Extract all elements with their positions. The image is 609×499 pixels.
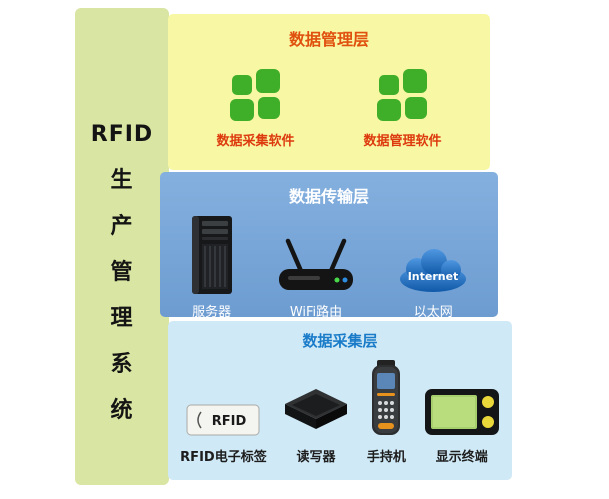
reader-writer-icon — [283, 355, 349, 439]
rfid-tag-item: RFID RFID电子标签 — [180, 355, 267, 465]
display-terminal-icon — [424, 355, 500, 439]
item-label-ethernet: 以太网 — [413, 305, 453, 320]
layer-data-management: 数据管理层 数据采集软件 — [168, 14, 490, 170]
layer-data-collection: 数据采集层 RFID RFID电子标签 — [168, 321, 512, 480]
item-label-server: 服务器 — [192, 305, 232, 320]
display-terminal-item: 显示终端 — [424, 355, 500, 465]
item-label-rfid-tag: RFID电子标签 — [180, 450, 267, 465]
item-label-wifi-router: WiFi路由 — [289, 305, 343, 320]
item-label-collection-software: 数据采集软件 — [216, 134, 295, 149]
system-title-panel: RFID 生 产 管 理 系 统 — [75, 8, 169, 485]
item-label-display-terminal: 显示终端 — [435, 450, 488, 465]
layer-title-transmission: 数据传输层 — [288, 187, 369, 206]
rfid-tag-icon: RFID — [186, 355, 260, 439]
server-item: 服务器 — [190, 209, 234, 320]
item-label-reader-writer: 读写器 — [296, 450, 336, 465]
windows-grid-icon — [227, 60, 283, 122]
data-management-software-item: 数据管理软件 — [363, 60, 442, 149]
transmission-items-row: 服务器 WiFi路由 — [160, 209, 498, 320]
system-title-latin: RFID — [90, 122, 154, 147]
handheld-item: 手持机 — [365, 355, 407, 465]
cloud-label: Internet — [408, 270, 459, 283]
collection-items-row: RFID RFID电子标签 读写器 — [168, 355, 512, 465]
item-label-handheld: 手持机 — [366, 450, 406, 465]
system-title-char-2: 产 — [110, 214, 134, 239]
system-title-char-1: 生 — [110, 168, 134, 193]
reader-writer-item: 读写器 — [283, 355, 349, 465]
rfid-tag-label: RFID — [212, 414, 247, 429]
handheld-terminal-icon — [365, 355, 407, 439]
data-collection-software-item: 数据采集软件 — [216, 60, 295, 149]
item-label-management-software: 数据管理软件 — [363, 134, 442, 149]
internet-cloud-icon: Internet — [398, 209, 468, 295]
system-title-char-3: 管 — [110, 260, 134, 285]
layer-title-management: 数据管理层 — [288, 30, 369, 49]
wifi-router-icon — [277, 209, 355, 295]
layer-data-transmission: 数据传输层 — [160, 172, 498, 320]
server-tower-icon — [190, 209, 234, 295]
windows-grid-icon — [374, 60, 430, 122]
system-title-char-4: 理 — [110, 306, 134, 331]
system-title-char-6: 统 — [110, 398, 134, 423]
wifi-router-item: WiFi路由 — [277, 209, 355, 320]
layer-title-collection: 数据采集层 — [302, 332, 378, 350]
ethernet-item: Internet 以太网 — [398, 209, 468, 320]
management-items-row: 数据采集软件 数据管理软件 — [168, 60, 490, 149]
system-title-char-5: 系 — [110, 352, 134, 377]
